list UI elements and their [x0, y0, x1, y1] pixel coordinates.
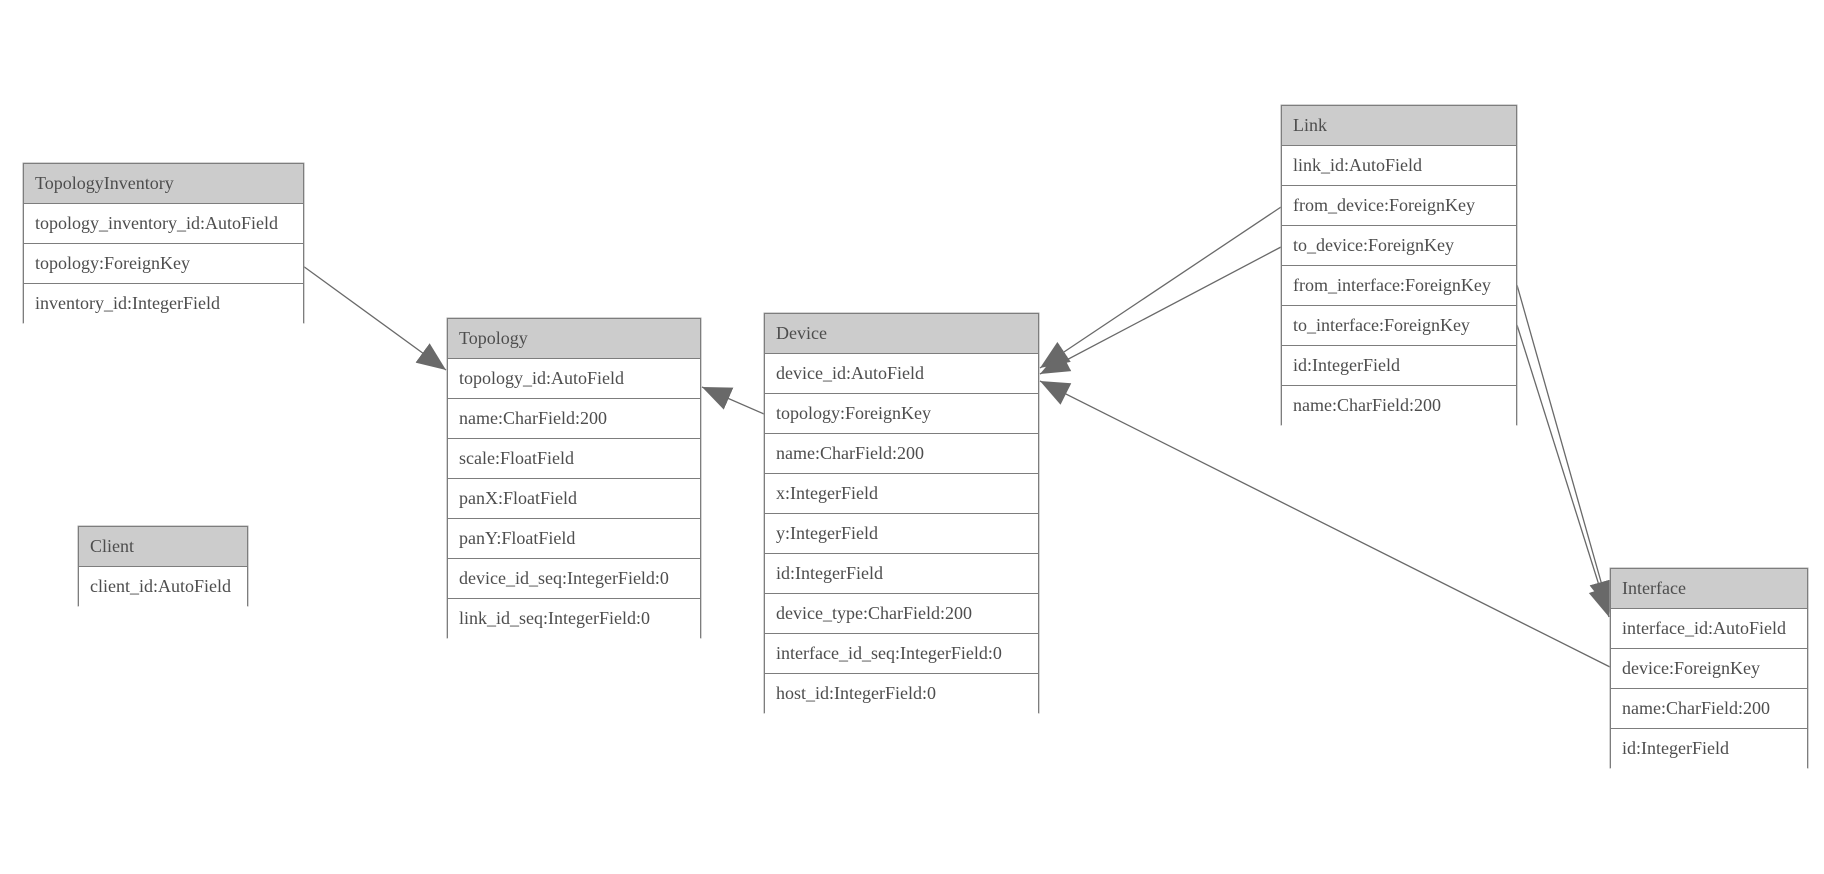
- field-row: link_id:AutoField: [1282, 146, 1516, 186]
- edge-link-from-interface-interface: [1516, 284, 1613, 611]
- field-row: id:IntegerField: [1282, 346, 1516, 386]
- entity-title: Client: [79, 527, 247, 567]
- edge-link-from-device-device: [1039, 206, 1282, 369]
- edge-topologyinventory-topology: [302, 265, 447, 371]
- edge-link-to-interface-interface: [1516, 324, 1612, 618]
- entity-title: Interface: [1611, 569, 1807, 609]
- field-row: y:IntegerField: [765, 514, 1038, 554]
- field-row: name:CharField:200: [448, 399, 700, 439]
- field-row: client_id:AutoField: [79, 567, 247, 607]
- field-row: interface_id_seq:IntegerField:0: [765, 634, 1038, 674]
- field-row: id:IntegerField: [765, 554, 1038, 594]
- field-row: topology_inventory_id:AutoField: [24, 204, 303, 244]
- edge-link-to-device-device: [1039, 246, 1282, 375]
- field-row: host_id:IntegerField:0: [765, 674, 1038, 714]
- entity-title: TopologyInventory: [24, 164, 303, 204]
- field-row: device:ForeignKey: [1611, 649, 1807, 689]
- field-row: inventory_id:IntegerField: [24, 284, 303, 324]
- field-row: x:IntegerField: [765, 474, 1038, 514]
- entity-title: Link: [1282, 106, 1516, 146]
- field-row: device_type:CharField:200: [765, 594, 1038, 634]
- field-row: interface_id:AutoField: [1611, 609, 1807, 649]
- field-row: topology:ForeignKey: [765, 394, 1038, 434]
- field-row: name:CharField:200: [1611, 689, 1807, 729]
- field-row: from_device:ForeignKey: [1282, 186, 1516, 226]
- field-row: name:CharField:200: [765, 434, 1038, 474]
- field-row: topology_id:AutoField: [448, 359, 700, 399]
- field-row: to_interface:ForeignKey: [1282, 306, 1516, 346]
- field-row: topology:ForeignKey: [24, 244, 303, 284]
- field-row: device_id:AutoField: [765, 354, 1038, 394]
- field-row: id:IntegerField: [1611, 729, 1807, 769]
- edge-device-topology: [701, 386, 765, 415]
- field-row: panY:FloatField: [448, 519, 700, 559]
- field-row: to_device:ForeignKey: [1282, 226, 1516, 266]
- entity-title: Device: [765, 314, 1038, 354]
- field-row: scale:FloatField: [448, 439, 700, 479]
- entity-title: Topology: [448, 319, 700, 359]
- field-row: from_interface:ForeignKey: [1282, 266, 1516, 306]
- field-row: link_id_seq:IntegerField:0: [448, 599, 700, 639]
- field-row: device_id_seq:IntegerField:0: [448, 559, 700, 599]
- field-row: name:CharField:200: [1282, 386, 1516, 426]
- field-row: panX:FloatField: [448, 479, 700, 519]
